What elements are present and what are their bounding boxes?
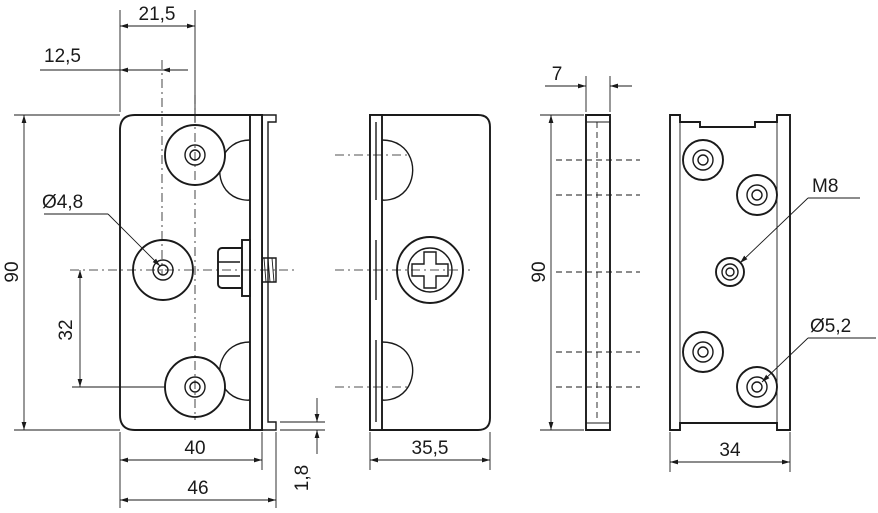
dim-46: 46 — [187, 478, 208, 499]
side-view: 7 90 — [529, 64, 640, 431]
dim-40: 40 — [184, 438, 205, 459]
front-view: 21,5 12,5 90 Ø4,8 32 40 46 1,8 — [2, 4, 325, 508]
backplate-hole-1 — [682, 139, 724, 181]
backplate-hole-2 — [736, 174, 778, 216]
front-lobe-bottom — [219, 341, 251, 401]
backplate-threaded-hole — [715, 257, 745, 287]
rear-lobe-bottom — [381, 341, 414, 401]
dim-m8: M8 — [812, 176, 838, 197]
backplate-hole-3 — [682, 331, 724, 373]
front-flange — [249, 114, 263, 431]
front-screw — [217, 239, 277, 297]
dim-35-5: 35,5 — [412, 438, 449, 459]
backplate-view: M8 Ø5,2 34 — [669, 114, 876, 472]
front-lobe-top — [219, 139, 251, 201]
dim-21-5: 21,5 — [139, 4, 176, 25]
dim-32: 32 — [56, 319, 77, 340]
dim-7: 7 — [552, 64, 563, 85]
rear-view: 35,5 — [335, 114, 491, 470]
dim-90-left: 90 — [2, 261, 23, 282]
dim-34: 34 — [719, 440, 741, 461]
dim-dia-4-8: Ø4,8 — [42, 192, 83, 213]
rear-lobe-top — [381, 139, 414, 201]
dim-dia-5-2: Ø5,2 — [810, 316, 851, 337]
dim-90-right: 90 — [529, 261, 550, 282]
dim-1-8: 1,8 — [292, 465, 313, 491]
side-plate-outline — [585, 114, 611, 431]
dim-12-5: 12,5 — [44, 46, 81, 67]
